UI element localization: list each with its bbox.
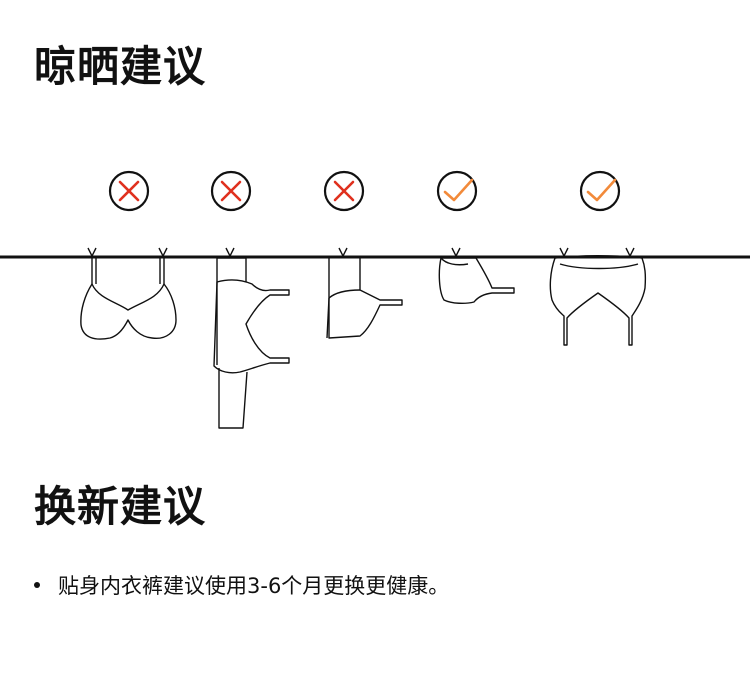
replace-tip-item: 贴身内衣裤建议使用3-6个月更换更健康。 bbox=[34, 570, 449, 600]
drying-section-title: 晾晒建议 bbox=[34, 46, 206, 88]
cross-icon bbox=[110, 172, 148, 210]
garment-underwear-by-waist bbox=[550, 248, 645, 345]
drying-illustration bbox=[0, 160, 750, 440]
cross-icon bbox=[212, 172, 250, 210]
bullet-icon bbox=[34, 582, 40, 588]
check-icon bbox=[581, 172, 619, 210]
cross-icon bbox=[325, 172, 363, 210]
garment-bra-by-cup bbox=[327, 248, 402, 338]
check-icon bbox=[438, 172, 476, 210]
garment-bra-by-straps bbox=[81, 248, 176, 339]
garment-bra-by-band bbox=[214, 248, 289, 428]
replace-section-title: 换新建议 bbox=[34, 486, 206, 528]
replace-tip-text: 贴身内衣裤建议使用3-6个月更换更健康。 bbox=[58, 570, 449, 600]
